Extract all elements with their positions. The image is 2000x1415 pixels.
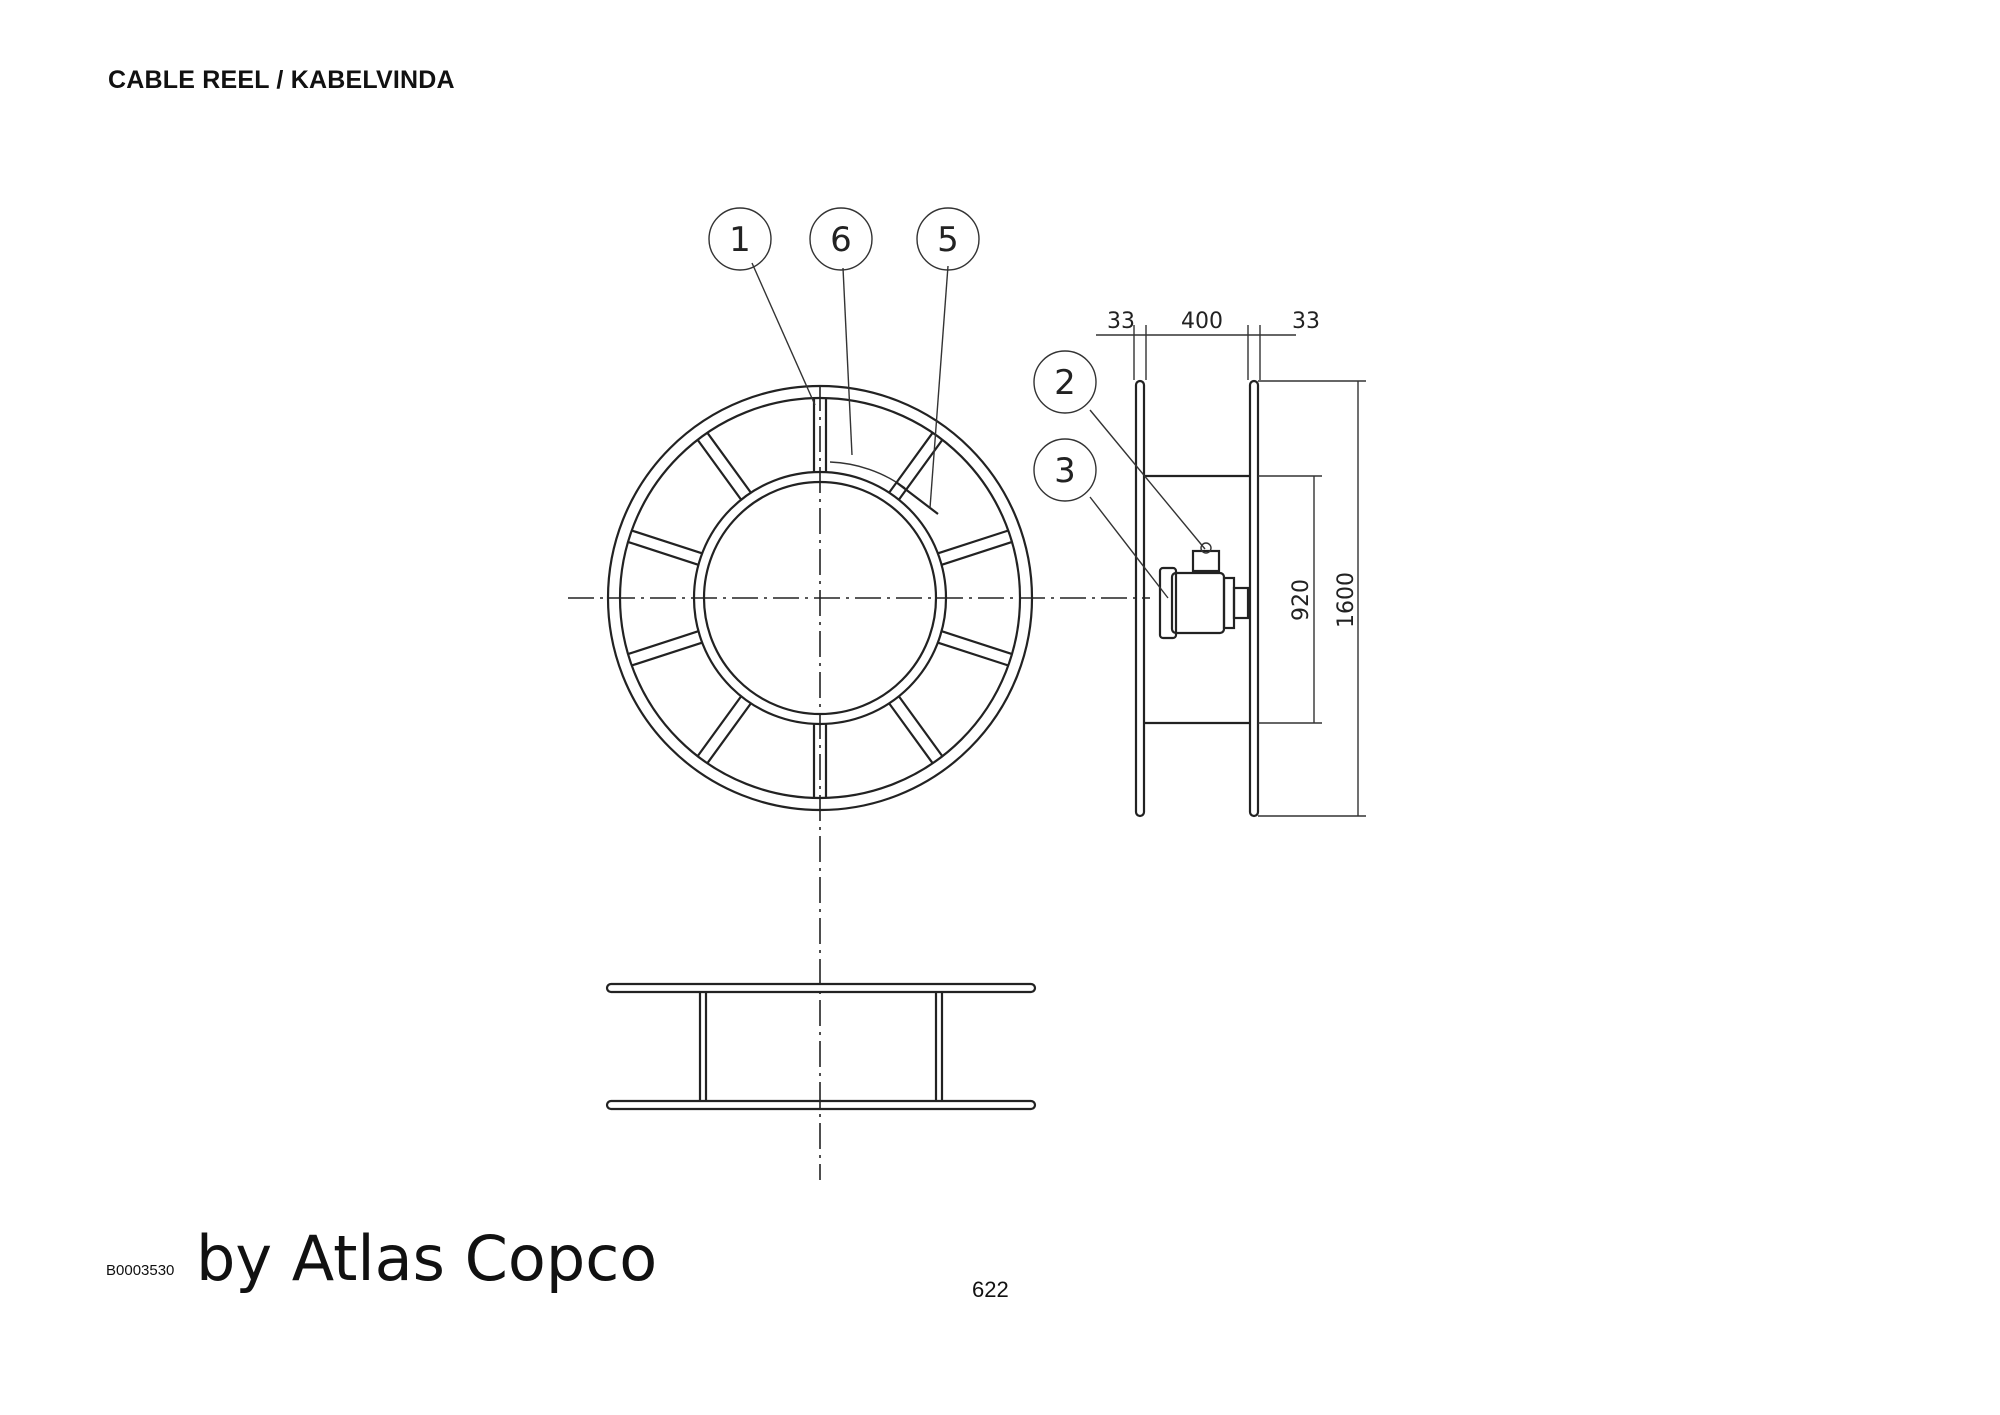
spoke-6-edge-0 [706, 702, 752, 764]
leader-2 [1089, 409, 1206, 550]
left-flange [1134, 379, 1146, 818]
page-title: CABLE REEL / KABELVINDA [108, 66, 455, 94]
spoke-3-edge-1 [937, 641, 1009, 667]
cable-marking [895, 481, 939, 515]
front-view [568, 384, 1150, 1180]
callout-3-circle [1033, 438, 1097, 502]
spoke-2-edge-0 [937, 529, 1009, 555]
spoke-6-edge-1 [696, 695, 742, 757]
spoke-2-edge-1 [941, 540, 1013, 566]
spoke-8-edge-1 [631, 529, 703, 555]
plan-bottom-flange [605, 1099, 1037, 1111]
motor-body [1170, 571, 1226, 635]
callout-2-circle [1033, 350, 1097, 414]
spokes [627, 398, 1013, 798]
spoke-4-edge-1 [888, 702, 934, 764]
callout-1-label: 1 [729, 220, 751, 260]
spoke-9-edge-0 [696, 439, 742, 501]
callout-6-label: 6 [830, 220, 852, 260]
callout-2-label: 2 [1054, 363, 1076, 403]
terminal-box-gland [1200, 542, 1212, 554]
motor-shaft-hub [1232, 586, 1250, 620]
leader-5 [929, 265, 949, 509]
spoke-7-edge-0 [631, 641, 703, 667]
leader-6 [842, 267, 853, 456]
brand-text: by Atlas Copco [196, 1222, 658, 1295]
spoke-7-edge-1 [627, 630, 699, 656]
callout-5-circle [916, 207, 980, 271]
right-flange [1248, 379, 1260, 818]
callout-6-circle [809, 207, 873, 271]
callout-1-circle [708, 207, 772, 271]
terminal-box [1191, 549, 1221, 573]
leader-3 [1089, 496, 1169, 599]
spoke-8-edge-0 [627, 540, 699, 566]
dim-33-left: 33 [1107, 309, 1135, 334]
callout-5-label: 5 [937, 220, 959, 260]
spoke-3-edge-0 [941, 630, 1013, 656]
dim-400: 400 [1181, 309, 1223, 334]
spoke-9-edge-1 [706, 432, 752, 494]
dim-920: 920 [1289, 579, 1314, 621]
side-view [1096, 325, 1366, 818]
drawing-code: B0003530 [106, 1262, 175, 1279]
dim-1600: 1600 [1334, 572, 1359, 628]
spoke-4-edge-0 [898, 695, 944, 757]
leader-1 [751, 262, 816, 406]
motor-flange [1222, 576, 1236, 630]
plan-view [605, 982, 1037, 1111]
dim-33-right: 33 [1292, 309, 1320, 334]
motor-end-cap [1158, 566, 1178, 640]
plan-top-flange [605, 982, 1037, 994]
callout-3-label: 3 [1054, 451, 1076, 491]
page-number: 622 [972, 1277, 1009, 1302]
